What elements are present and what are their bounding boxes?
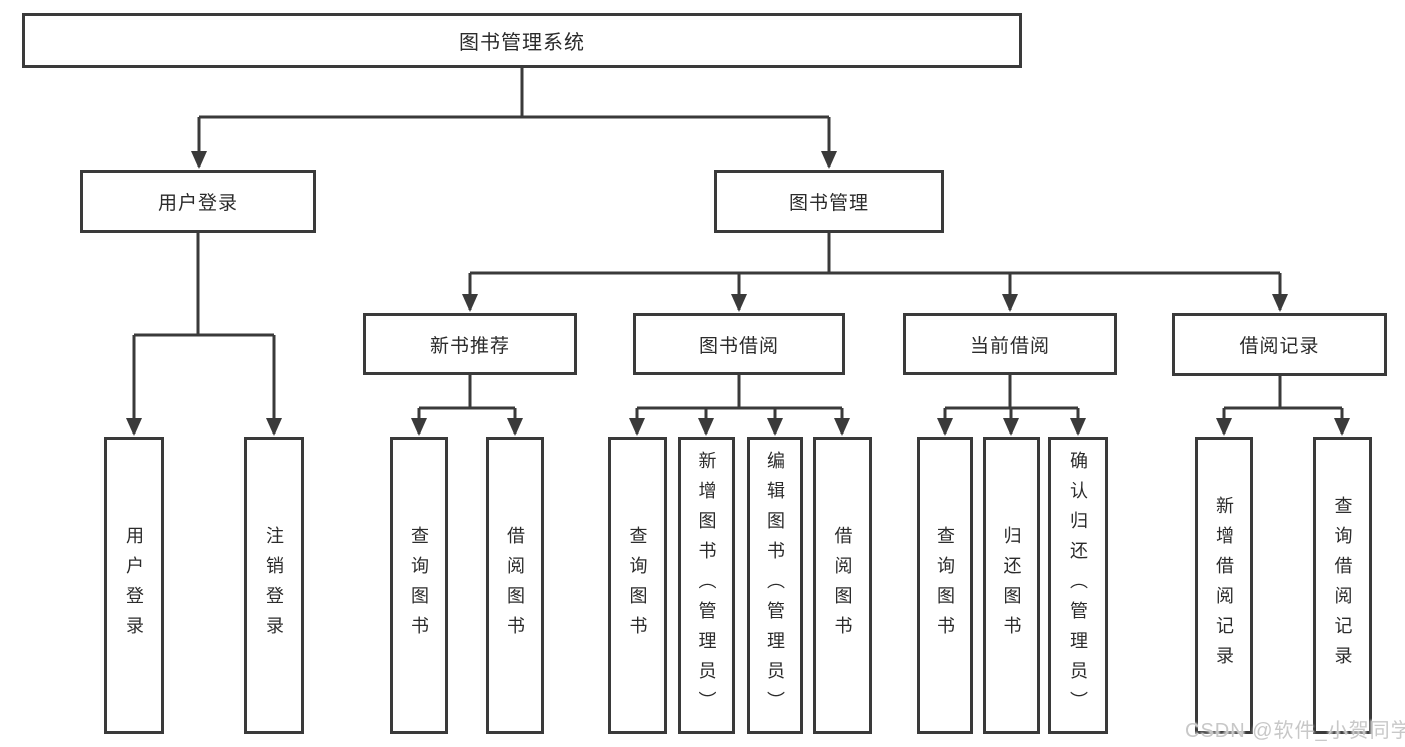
leaf-logout: 注销登录 (244, 437, 304, 734)
leaf-borrowing-borrow-books: 借阅图书 (813, 437, 872, 734)
leaf-current-query-books: 查询图书 (917, 437, 973, 734)
csdn-watermark: CSDN @软件_小贺同学 (1185, 720, 1405, 742)
leaf-confirm-return-admin: 确认归还（管理员） (1048, 437, 1108, 734)
leaf-borrowing-query-books: 查询图书 (608, 437, 667, 734)
leaf-add-book-admin: 新增图书（管理员） (678, 437, 735, 734)
node-library-management-system: 图书管理系统 (22, 13, 1022, 68)
node-new-book-recommendation: 新书推荐 (363, 313, 577, 375)
node-book-management: 图书管理 (714, 170, 944, 233)
leaf-add-borrow-record: 新增借阅记录 (1195, 437, 1253, 734)
node-borrowing-records: 借阅记录 (1172, 313, 1387, 376)
leaf-edit-book-admin: 编辑图书（管理员） (747, 437, 803, 734)
leaf-return-books: 归还图书 (983, 437, 1040, 734)
leaf-user-login: 用户登录 (104, 437, 164, 734)
leaf-newrec-borrow-books: 借阅图书 (486, 437, 544, 734)
node-book-borrowing: 图书借阅 (633, 313, 845, 375)
node-current-borrowing: 当前借阅 (903, 313, 1117, 375)
leaf-newrec-query-books: 查询图书 (390, 437, 448, 734)
leaf-query-borrow-record: 查询借阅记录 (1313, 437, 1372, 734)
node-user-login: 用户登录 (80, 170, 316, 233)
